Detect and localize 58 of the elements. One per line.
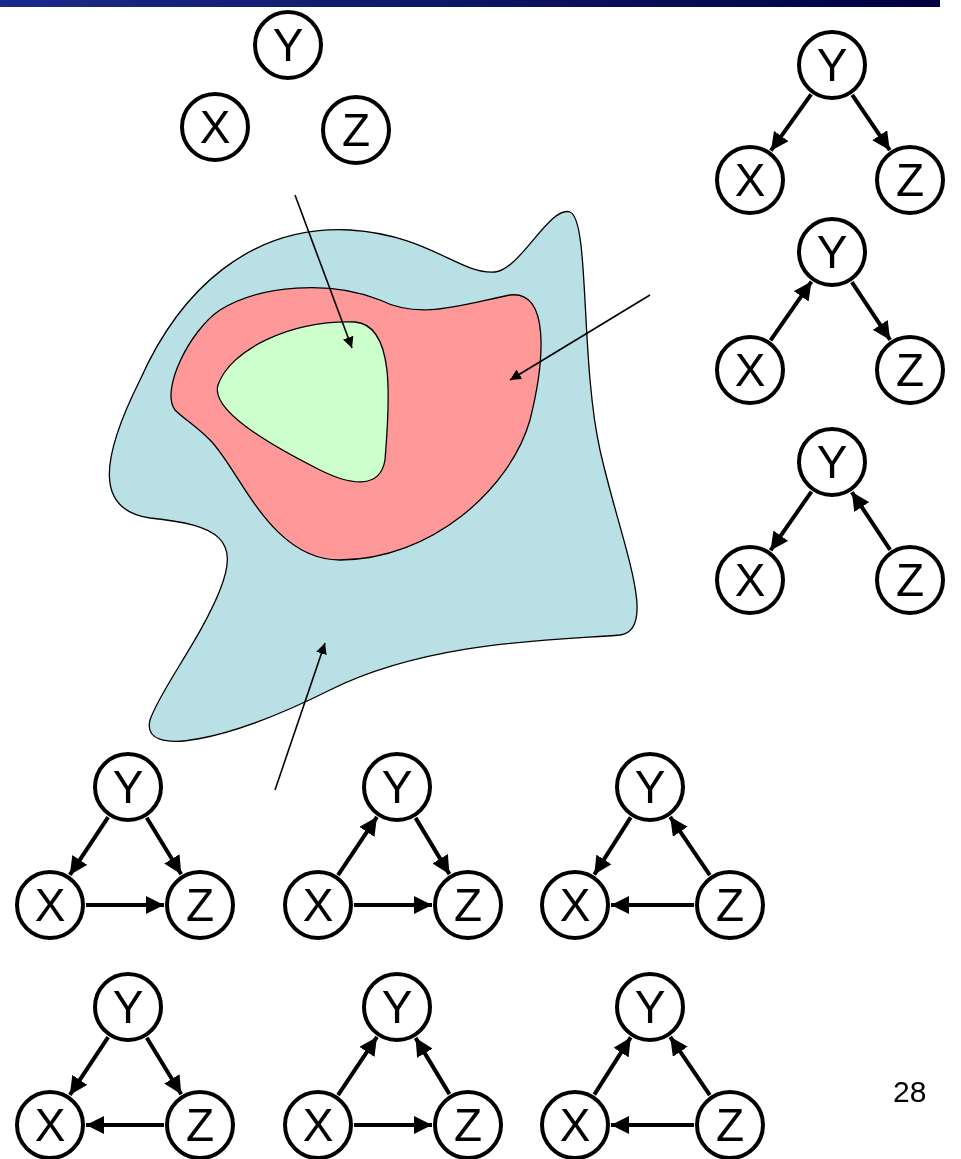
variable-label: Y [816, 229, 848, 275]
variable-label: X [559, 882, 591, 928]
arrow [611, 1116, 694, 1134]
variable-label: X [302, 882, 334, 928]
variable-label: X [34, 1102, 66, 1148]
arrow [768, 490, 814, 552]
arrow [145, 1036, 183, 1096]
arrow [668, 1035, 712, 1097]
variable-label: Y [112, 764, 144, 810]
variable-label: X [734, 557, 766, 603]
variable-label: Y [816, 439, 848, 485]
variable-label: Y [381, 984, 413, 1030]
variable-label: Z [185, 1102, 215, 1148]
variable-label: Z [341, 107, 371, 153]
variable-label: X [302, 1102, 334, 1148]
arrow [850, 93, 892, 152]
variable-label: Y [272, 22, 304, 68]
page-number: 28 [893, 1075, 927, 1109]
variable-label: Z [185, 882, 215, 928]
arrow [611, 896, 694, 914]
variable-label: X [734, 347, 766, 393]
arrow [336, 815, 379, 877]
variable-label: Z [453, 882, 483, 928]
variable-label: X [559, 1102, 591, 1148]
variable-label: Z [715, 1102, 745, 1148]
leader-arrow [509, 294, 651, 381]
arrow [354, 896, 432, 914]
variable-label: X [199, 104, 231, 150]
arrow [336, 1035, 379, 1097]
arrow [850, 490, 892, 552]
arrow [86, 896, 164, 914]
arrow [68, 1035, 110, 1097]
variable-label: X [734, 157, 766, 203]
variable-label: Z [715, 882, 745, 928]
variable-label: Y [381, 764, 413, 810]
arrow [86, 1116, 164, 1134]
variable-label: Z [453, 1102, 483, 1148]
arrow [354, 1116, 432, 1134]
arrow [592, 816, 633, 876]
arrow [413, 816, 452, 876]
arrow [668, 815, 712, 877]
arrow [592, 1036, 633, 1096]
variable-label: Y [634, 984, 666, 1030]
arrow [768, 280, 814, 342]
variable-label: Z [895, 347, 925, 393]
leader-arrow [294, 194, 354, 349]
variable-label: Z [895, 557, 925, 603]
variable-label: Z [895, 157, 925, 203]
arrow [413, 1036, 452, 1096]
arrow [145, 816, 183, 876]
variable-label: Y [634, 764, 666, 810]
variable-label: Y [112, 984, 144, 1030]
arrow [850, 280, 892, 342]
variable-label: X [34, 882, 66, 928]
arrow [769, 93, 813, 152]
leader-arrow [274, 642, 327, 791]
arrow [68, 815, 110, 877]
variable-label: Y [816, 42, 848, 88]
